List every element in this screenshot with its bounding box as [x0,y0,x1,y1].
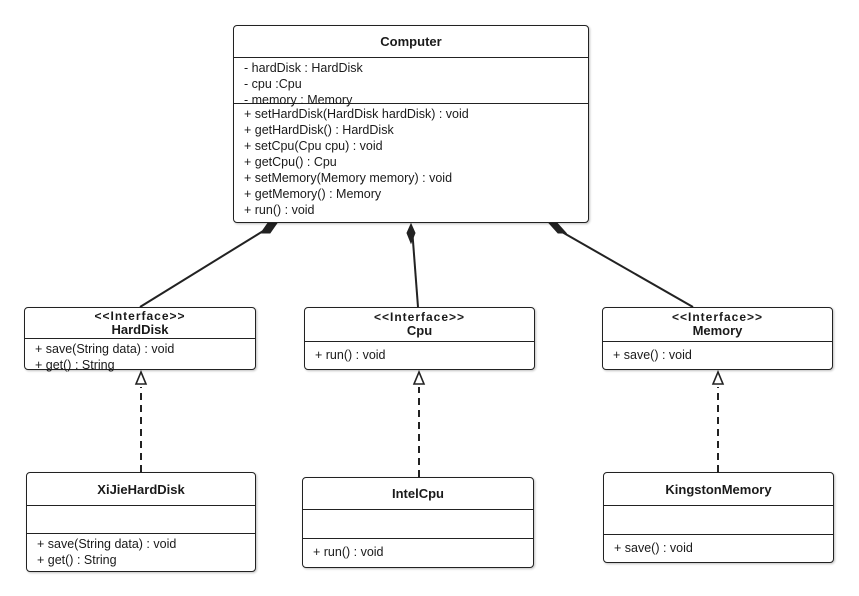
method: + run() : void [313,545,384,559]
realization-arrow-harddisk [134,369,148,385]
stereotype-label: <<Interface>> [94,308,186,323]
methods-section: + run() : void [303,539,533,560]
class-xijieharddisk[interactable]: XiJieHardDisk + save(String data) : void… [26,472,256,572]
attributes-section [27,506,255,534]
attribute: - cpu :Cpu [244,77,302,91]
method: + getCpu() : Cpu [244,155,337,169]
composition-line-cpu [411,227,419,308]
composition-line-harddisk [139,227,269,308]
method: + save() : void [614,541,693,555]
method: + get() : String [35,358,115,372]
interface-harddisk[interactable]: <<Interface>> HardDisk + save(String dat… [24,307,256,373]
method: + save(String data) : void [35,342,175,356]
composition-diamond-memory [547,222,568,234]
class-name: IntelCpu [303,478,533,510]
methods-section: + run() : void [305,342,534,363]
interface-name: Cpu [406,323,433,338]
class-intelcpu[interactable]: IntelCpu + run() : void [302,477,534,568]
realization-arrow-memory [711,369,725,385]
composition-line-memory [554,227,694,308]
interface-header: <<Interface>> Memory [603,308,832,342]
methods-section: + setHardDisk(HardDisk hardDisk) : void … [234,104,588,218]
interface-name: Memory [692,323,743,338]
realization-arrow-cpu [412,369,426,385]
interface-header: <<Interface>> HardDisk [25,308,255,339]
class-name: KingstonMemory [604,473,833,506]
attributes-section [303,510,533,539]
method: + save(String data) : void [37,537,177,551]
attribute: - memory : Memory [244,93,353,107]
method: + getMemory() : Memory [244,187,382,201]
methods-section: + save(String data) : void + get() : Str… [27,534,255,568]
attribute: - hardDisk : HardDisk [244,61,363,75]
method: + run() : void [244,203,315,217]
method: + getHardDisk() : HardDisk [244,123,394,137]
methods-section: + save() : void [604,535,833,556]
method: + setCpu(Cpu cpu) : void [244,139,383,153]
method: + get() : String [37,553,117,567]
interface-name: HardDisk [111,321,169,337]
methods-section: + save(String data) : void + get() : Str… [25,339,255,373]
class-name: Computer [234,26,588,58]
interface-cpu[interactable]: <<Interface>> Cpu + run() : void [304,307,535,370]
stereotype-label: <<Interface>> [373,310,466,324]
class-name: XiJieHardDisk [27,473,255,506]
methods-section: + save() : void [603,342,832,363]
interface-memory[interactable]: <<Interface>> Memory + save() : void [602,307,833,370]
composition-diamond-cpu [406,222,416,245]
method: + run() : void [315,348,386,362]
stereotype-label: <<Interface>> [671,310,764,324]
composition-diamond-harddisk [260,222,278,234]
class-computer[interactable]: Computer - hardDisk : HardDisk - cpu :Cp… [233,25,589,223]
method: + setMemory(Memory memory) : void [244,171,453,185]
method: + save() : void [613,348,692,362]
method: + setHardDisk(HardDisk hardDisk) : void [244,107,469,121]
attributes-section: - hardDisk : HardDisk - cpu :Cpu - memor… [234,58,588,107]
class-kingstonmemory[interactable]: KingstonMemory + save() : void [603,472,834,563]
interface-header: <<Interface>> Cpu [305,308,534,342]
attributes-section [604,506,833,535]
